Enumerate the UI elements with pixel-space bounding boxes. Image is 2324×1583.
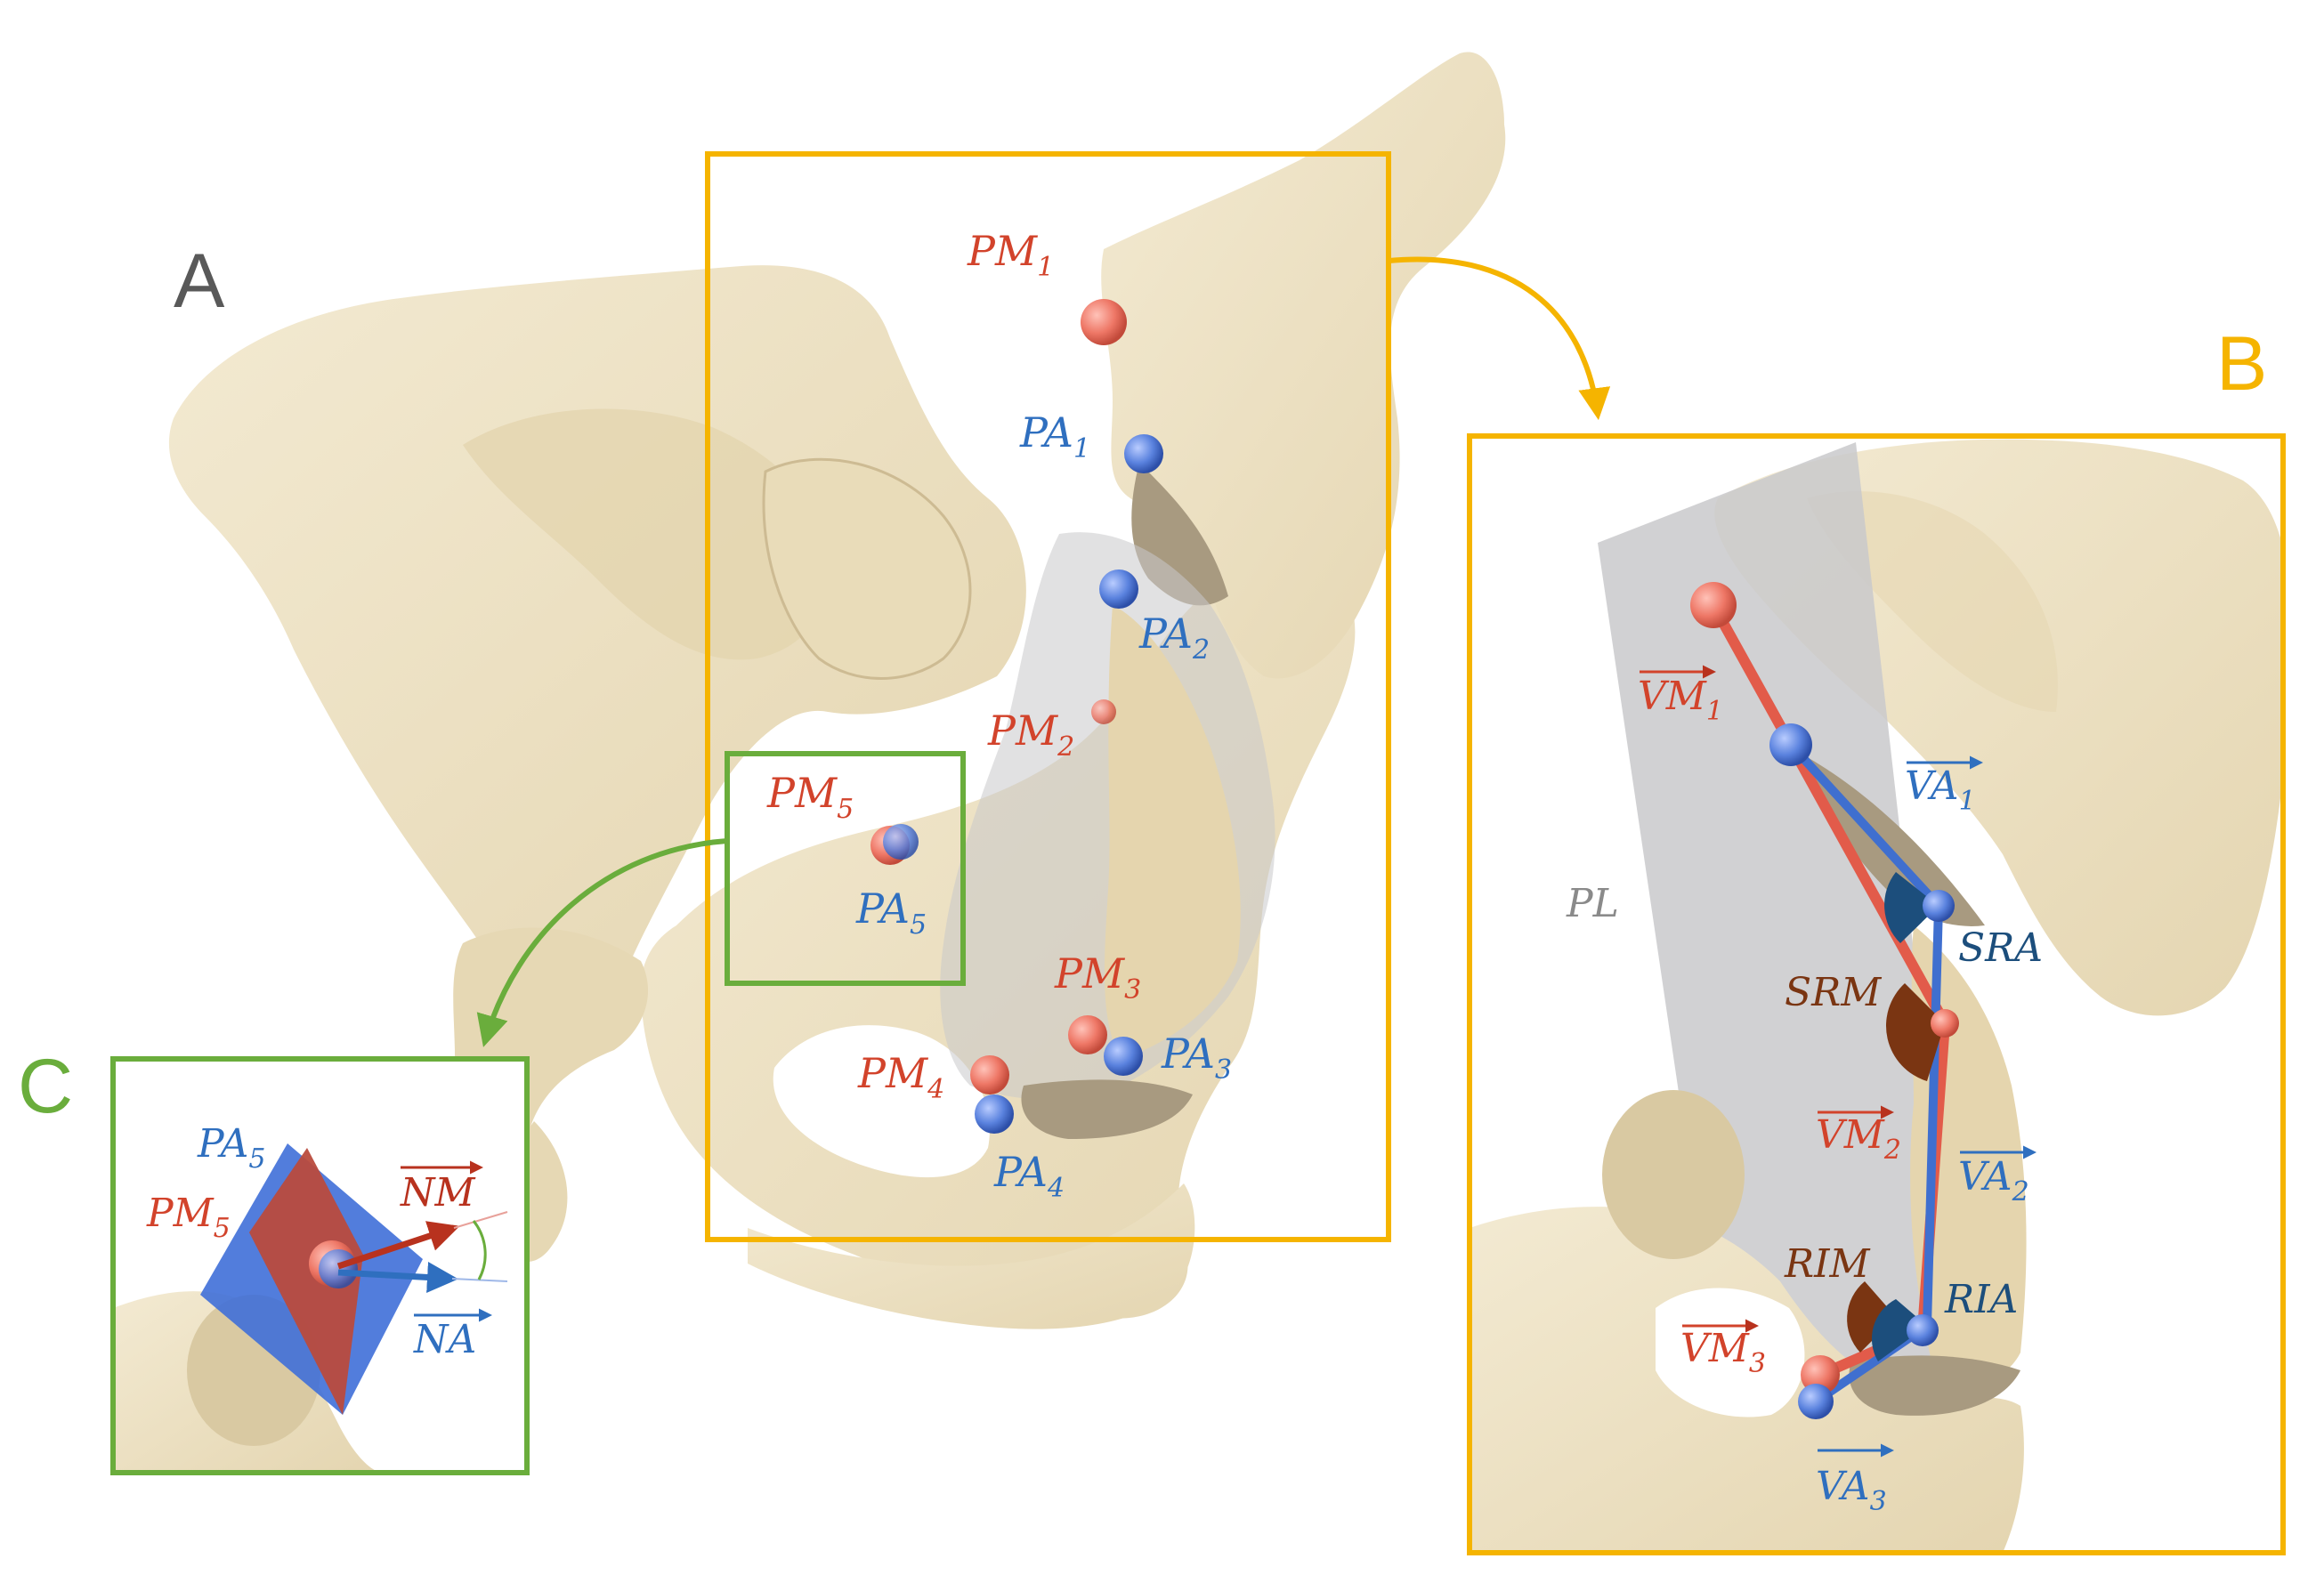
b-srm-wedge <box>1886 983 1945 1081</box>
point-pa1 <box>1124 434 1163 473</box>
c-normal-angle <box>472 1220 487 1280</box>
label-sra: SRA <box>1958 925 2043 971</box>
acetabular-rim-shade <box>1021 1079 1193 1139</box>
zoom-frame-c <box>110 1056 530 1475</box>
label-pm1: PM1 <box>967 227 1054 283</box>
b-plane-pl <box>1598 442 1980 1539</box>
b-ria-wedge <box>1871 1299 1927 1361</box>
label-pm3: PM3 <box>1054 949 1141 1006</box>
label-pa2: PA2 <box>1138 610 1210 666</box>
b-rim-wedge <box>1847 1281 1896 1353</box>
label-c-na: NA <box>413 1317 476 1362</box>
arrow-to-c <box>476 838 728 1047</box>
label-c-pa5: PA5 <box>197 1121 265 1175</box>
b-rim-shade <box>1849 1355 2020 1416</box>
c-normal-nm <box>336 1221 460 1270</box>
obturator-foramen <box>773 1025 990 1178</box>
label-va3: VA3 <box>1816 1464 1887 1517</box>
label-va1: VA1 <box>1905 763 1976 817</box>
panel-c <box>113 1059 527 1473</box>
label-pm4: PM4 <box>857 1049 944 1105</box>
b-point-vm1-start <box>1690 582 1737 628</box>
b-obturator <box>1656 1288 1805 1417</box>
point-pa4 <box>975 1094 1014 1134</box>
point-pa3 <box>1104 1037 1143 1076</box>
c-normal-nm-ext <box>453 1211 508 1229</box>
c-plane-pm5 <box>249 1148 363 1415</box>
point-pa2 <box>1099 569 1138 609</box>
point-pm3 <box>1068 1015 1107 1054</box>
point-pa5 <box>883 824 919 860</box>
label-pm5: PM5 <box>766 769 854 825</box>
label-rim: RIM <box>1784 1241 1871 1287</box>
b-point-va1-start <box>1769 723 1812 766</box>
iliac-fossa <box>463 408 830 660</box>
b-point-ria <box>1907 1314 1939 1346</box>
c-point-pa5 <box>319 1249 358 1288</box>
b-point-srm <box>1931 1009 1959 1038</box>
panel-label-c: C <box>18 1044 73 1129</box>
point-pm2 <box>1091 699 1116 724</box>
panel-label-a: A <box>174 238 225 324</box>
b-femoral-head <box>1602 1090 1745 1259</box>
b-point-va3-end <box>1798 1384 1834 1419</box>
zoom-frame-c-source <box>725 751 966 986</box>
b-sra-wedge <box>1884 872 1939 943</box>
zoom-frame-b-source <box>705 151 1391 1242</box>
label-ria: RIA <box>1944 1277 2018 1322</box>
point-pm1 <box>1081 299 1127 345</box>
label-pl: PL <box>1566 881 1619 926</box>
zoom-frame-b <box>1467 433 2286 1555</box>
label-pa5: PA5 <box>855 884 927 941</box>
cut-surface-a <box>1104 605 1241 1059</box>
label-vm3: VM3 <box>1680 1326 1766 1379</box>
b-point-sra <box>1923 890 1955 922</box>
b-bone-texture <box>1807 491 2058 712</box>
b-va-path <box>1787 741 1943 1406</box>
point-pm4 <box>970 1055 1009 1094</box>
auricular-surface <box>762 457 972 680</box>
pubic-ramus <box>748 1183 1195 1329</box>
label-c-nm: NM <box>400 1170 476 1216</box>
label-c-pm5: PM5 <box>146 1191 231 1244</box>
label-vm1: VM1 <box>1638 674 1723 727</box>
label-pm2: PM2 <box>987 707 1074 763</box>
panel-a-points <box>870 299 1163 1134</box>
panel-b <box>1470 436 2283 1553</box>
label-pa4: PA4 <box>993 1148 1065 1204</box>
label-srm: SRM <box>1785 970 1882 1015</box>
arrow-to-b <box>1388 256 1611 421</box>
c-normal-na <box>337 1261 458 1293</box>
label-pa1: PA1 <box>1019 408 1090 464</box>
panel-label-b: B <box>2216 321 2267 407</box>
iliac-wing <box>168 265 1026 1008</box>
label-va2: VA2 <box>1958 1154 2029 1207</box>
label-pa3: PA3 <box>1161 1030 1232 1086</box>
label-vm2: VM2 <box>1816 1112 1901 1166</box>
